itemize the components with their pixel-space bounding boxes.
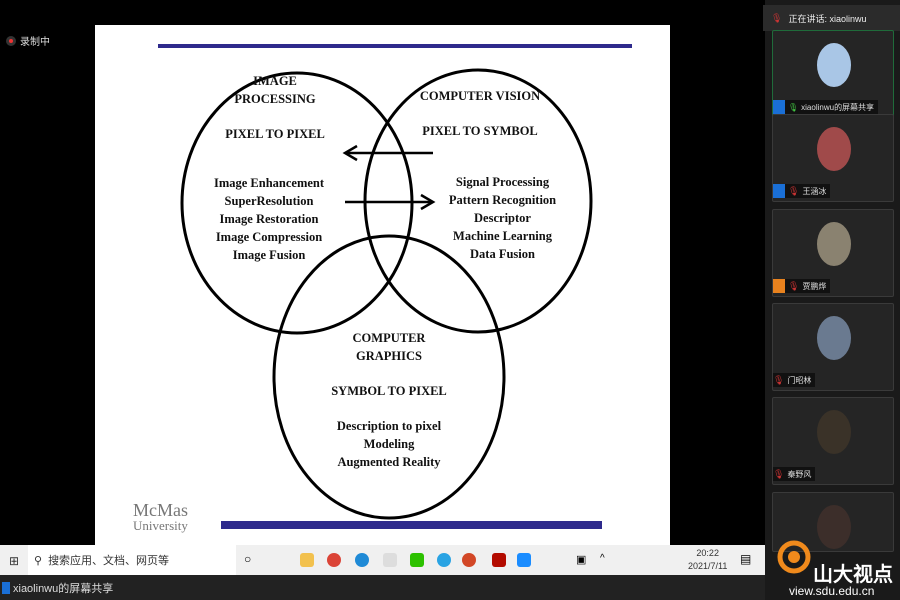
user-icon <box>773 279 785 293</box>
wechat-icon[interactable] <box>410 553 424 567</box>
arrow-right <box>345 193 436 211</box>
cortana-icon[interactable]: ○ <box>244 552 252 566</box>
acrobat-icon[interactable] <box>492 553 506 567</box>
participant-tile[interactable]: 🎙王涵冰 <box>772 114 894 202</box>
screen-share-label: xiaolinwu的屏幕共享 <box>2 580 113 596</box>
mic-muted-icon: 🎙 <box>771 12 783 23</box>
participant-tile[interactable]: 🎙秦野风 <box>772 397 894 485</box>
mic-icon: 🎙 <box>788 102 799 112</box>
recording-indicator[interactable]: 录制中 <box>6 33 50 48</box>
avatar <box>817 222 851 266</box>
user-icon <box>2 582 10 594</box>
user-icon <box>773 100 785 114</box>
user-icon <box>773 184 785 198</box>
avatar <box>817 127 851 171</box>
cv-subtitle: PIXEL TO SYMBOL <box>422 124 538 138</box>
taskbar-search[interactable]: ⚲搜索应用、文档、网页等 <box>28 545 236 575</box>
powerpoint-icon[interactable] <box>462 553 476 567</box>
participant-tile[interactable]: 🎙xiaolinwu的屏幕共享 <box>772 30 894 118</box>
edge-icon[interactable] <box>355 553 369 567</box>
watermark-logo <box>777 540 811 574</box>
chrome-icon[interactable] <box>327 553 341 567</box>
top-bar <box>158 44 632 48</box>
mic-muted-icon: 🎙 <box>773 468 785 479</box>
speaking-indicator: 🎙正在讲话: xiaolinwu <box>763 5 900 31</box>
record-icon <box>6 35 16 46</box>
chat-icon[interactable] <box>437 553 451 567</box>
mic-muted-icon: 🎙 <box>788 280 800 291</box>
windows-start-icon[interactable]: ⊞ <box>9 554 20 568</box>
avatar <box>817 410 851 454</box>
arrow-left <box>342 144 433 162</box>
notification-icon[interactable]: ▤ <box>740 552 752 566</box>
bottom-bar <box>0 575 765 600</box>
avatar <box>817 316 851 360</box>
ip-subtitle: PIXEL TO PIXEL <box>225 127 325 141</box>
participant-tile[interactable]: 🎙门昭林 <box>772 303 894 391</box>
ime-icon[interactable]: ▣ <box>576 554 587 566</box>
mic-muted-icon: 🎙 <box>773 374 785 385</box>
tray-chevron-icon[interactable]: ^ <box>600 553 605 564</box>
bottom-bar <box>221 521 602 529</box>
avatar <box>817 43 851 87</box>
venn-diagram <box>158 44 632 529</box>
cv-title: COMPUTER VISION <box>419 89 541 103</box>
cg-subtitle: SYMBOL TO PIXEL <box>331 384 447 398</box>
notepad-icon[interactable] <box>383 553 397 567</box>
search-icon: ⚲ <box>34 554 43 567</box>
circle-computer-graphics <box>272 234 506 520</box>
avatar <box>817 505 851 549</box>
meeting-app-icon[interactable] <box>517 553 531 567</box>
mic-muted-icon: 🎙 <box>788 185 800 196</box>
participant-tile[interactable]: 🎙贾鹏烨 <box>772 209 894 297</box>
file-explorer-icon[interactable] <box>300 553 314 567</box>
